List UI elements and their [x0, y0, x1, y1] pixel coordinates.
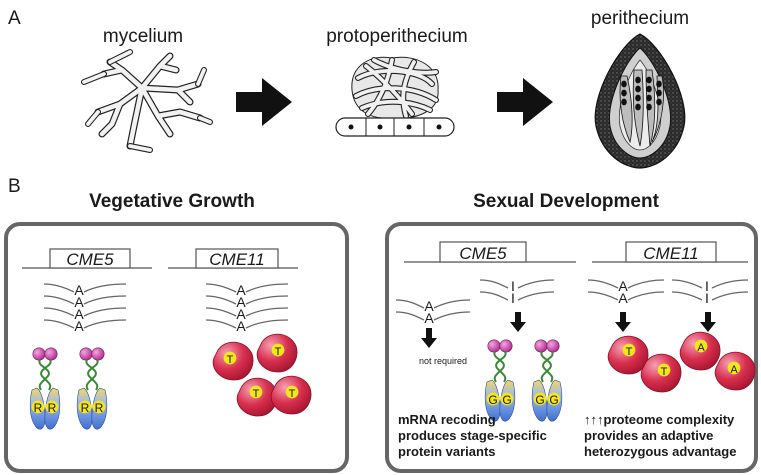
vegetative-cme5-base: A [74, 282, 84, 298]
sexual-caption-right: ↑↑↑proteome complexity provides an adapt… [584, 412, 736, 459]
protein-residue: R [48, 401, 57, 415]
protein-residue: G [535, 393, 544, 407]
protein-residue: T [227, 354, 234, 366]
sexual-cme5-protein: G G [531, 338, 563, 423]
vegetative-cme5-protein: R R [29, 346, 61, 431]
caption-line: provides an adaptive [584, 428, 713, 443]
sexual-cme5-base-a: A [424, 310, 434, 326]
sexual-cme5-base-i: I [511, 290, 515, 306]
vegetative-cme11-protein: T [256, 333, 298, 373]
panel-a-label: A [8, 8, 21, 29]
sexual-cme11-down-arrow-a [615, 312, 631, 332]
protein-residue: T [289, 388, 296, 400]
sexual-cme11-base-a: A [618, 278, 628, 294]
protein-residue: G [502, 393, 511, 407]
sexual-title: Sexual Development [473, 191, 660, 212]
protein-residue: R [34, 401, 43, 415]
sexual-cme11-unedited-transcripts: A A [587, 278, 665, 306]
sexual-cme5-protein: G G [484, 338, 516, 423]
sexual-cme5-base-i: I [511, 278, 515, 294]
vegetative-cme11-gene: CME11 [168, 248, 298, 269]
sexual-cme11-base-i: I [705, 278, 709, 294]
sexual-cme11-protein: A [714, 351, 756, 391]
caption-line: ↑↑↑proteome complexity [584, 412, 735, 427]
protein-residue: G [549, 393, 558, 407]
sexual-panel [385, 222, 758, 473]
protein-residue: R [81, 401, 90, 415]
vegetative-cme5-base: A [74, 294, 84, 310]
protein-residue: A [697, 342, 705, 354]
sexual-cme11-label: CME11 [643, 244, 698, 263]
stage-arrow-1 [236, 78, 292, 126]
protoperithecium-illustration [335, 56, 455, 137]
protein-residue: R [95, 401, 104, 415]
vegetative-cme11-transcripts: A A A A [205, 282, 289, 334]
protein-residue: A [730, 364, 738, 376]
caption-line: protein variants [398, 444, 496, 459]
sexual-cme11-down-arrow-i [700, 312, 716, 332]
protein-residue: T [661, 366, 668, 378]
vegetative-cme11-protein: T [212, 341, 254, 381]
vegetative-cme5-label: CME5 [66, 250, 114, 269]
vegetative-cme5-base: A [74, 318, 84, 334]
vegetative-title: Vegetative Growth [89, 191, 255, 212]
vegetative-cme11-base: A [236, 294, 246, 310]
sexual-cme11-base-i: I [705, 290, 709, 306]
vegetative-cme5-transcripts: A A A A [43, 282, 127, 334]
vegetative-cme11-base: A [236, 306, 246, 322]
sexual-cme11-base-a: A [618, 290, 628, 306]
sexual-cme5-edited-transcripts: I I [479, 278, 555, 306]
panel-b-label: B [8, 176, 21, 197]
stage-label-mycelium: mycelium [103, 26, 183, 47]
sexual-cme5-gene: CME5 [404, 241, 576, 263]
sexual-cme5-unedited-transcripts: A A [395, 298, 471, 326]
vegetative-cme11-protein: T [236, 377, 278, 417]
caption-line: heterozygous advantage [584, 444, 736, 459]
sexual-cme11-protein: T [640, 353, 682, 393]
sexual-cme11-protein: A [679, 331, 721, 371]
vegetative-cme5-protein: R R [76, 346, 108, 431]
sexual-cme5-down-arrow [421, 328, 437, 348]
not-required-label: not required [419, 356, 467, 366]
caption-line: produces stage-specific [398, 428, 547, 443]
mycelium-illustration [81, 49, 213, 153]
vegetative-cme11-protein: T [270, 375, 312, 415]
sexual-cme5-base-a: A [424, 298, 434, 314]
stage-label-perithecium: perithecium [591, 8, 689, 29]
protein-residue: T [253, 388, 260, 400]
perithecium-illustration [594, 33, 686, 169]
protein-residue: G [488, 393, 497, 407]
protein-residue: T [275, 346, 282, 358]
vegetative-cme11-base: A [236, 282, 246, 298]
sexual-caption-left: mRNA recoding produces stage-specific pr… [398, 412, 547, 459]
vegetative-cme5-gene: CME5 [22, 248, 152, 269]
vegetative-cme11-base: A [236, 318, 246, 334]
protein-residue: T [626, 346, 633, 358]
stage-arrow-2 [497, 78, 553, 126]
sexual-cme11-protein: T [607, 335, 649, 375]
sexual-cme11-edited-transcripts: I I [671, 278, 749, 306]
caption-line: mRNA recoding [398, 412, 496, 427]
stage-label-protoperithecium: protoperithecium [326, 26, 468, 47]
sexual-cme5-edit-arrow [510, 312, 526, 332]
sexual-cme5-label: CME5 [459, 244, 507, 263]
vegetative-cme11-label: CME11 [209, 250, 264, 269]
vegetative-cme5-base: A [74, 306, 84, 322]
sexual-cme11-gene: CME11 [592, 241, 748, 263]
